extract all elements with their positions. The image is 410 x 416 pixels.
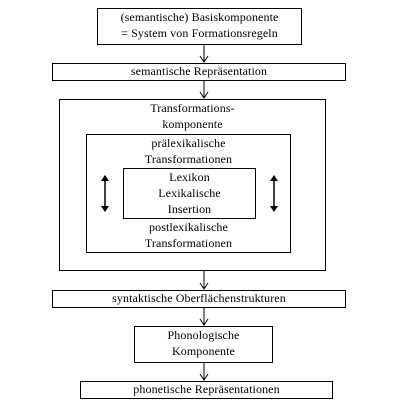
syntactic-surface-box (52, 290, 346, 308)
syntactic-surface-label: syntaktische Oberflächenstrukturen (112, 291, 286, 305)
phonological-component-line1: Phonologische (167, 328, 240, 342)
lexicon-line3: Insertion (167, 202, 212, 216)
transformation-component-line1: Transformations- (150, 101, 235, 115)
prelexical-line2: Transformationen (144, 152, 233, 166)
base-component-line1: (semantische) Basiskomponente (120, 10, 279, 24)
lexicon-line2: Lexikalische (158, 186, 221, 200)
transformation-component-line2: komponente (162, 117, 223, 131)
phonological-component-box (134, 326, 273, 363)
lexicon-line1: Lexikon (169, 170, 210, 184)
phonological-component-line2: Komponente (172, 344, 235, 358)
lexicon-box (123, 168, 256, 219)
semantic-representation-label: semantische Repräsentation (130, 64, 268, 78)
postlexical-line2: Transformationen (144, 236, 233, 250)
phonetic-representations-label: phonetische Repräsentationen (133, 382, 280, 396)
base-component-line2: = System von Formationsregeln (121, 26, 278, 40)
postlexical-line1: postlexikalische (149, 220, 228, 234)
semantic-representation-box (52, 63, 346, 81)
phonetic-representations-box (80, 381, 333, 399)
base-component-box (97, 8, 302, 45)
prelexical-line1: prälexikalische (151, 136, 226, 150)
